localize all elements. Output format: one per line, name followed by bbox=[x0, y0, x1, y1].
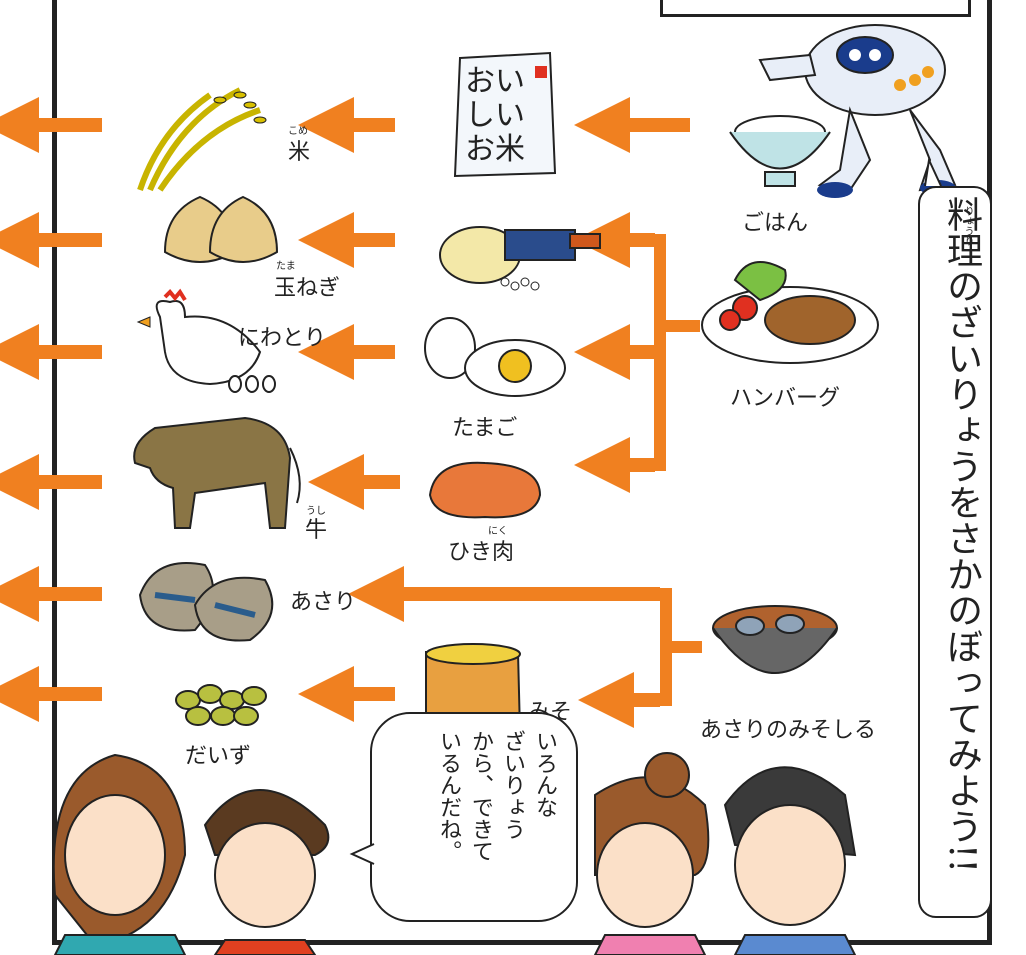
speech-bubble bbox=[370, 712, 578, 922]
top-tab bbox=[660, 0, 971, 17]
clams-illustration bbox=[138, 562, 274, 642]
speech-line-2: ざいりょう bbox=[500, 730, 525, 840]
rice-bowl-illustration bbox=[729, 115, 831, 187]
dish-label-hamburg: ハンバーグ bbox=[730, 386, 841, 411]
dish-label-rice: ごはん bbox=[742, 211, 809, 236]
ruby-title: りょうり bbox=[962, 206, 973, 246]
hamburg-plate-illustration bbox=[701, 261, 879, 364]
rice-bag-text: おいしいお米 bbox=[465, 64, 525, 167]
source-label-onion: 玉ねぎ bbox=[274, 276, 341, 301]
onion-knife-illustration bbox=[439, 226, 601, 291]
source-label-cow: 牛 bbox=[305, 518, 328, 543]
ingredient-label-minced-meat: ひき肉 bbox=[448, 540, 515, 565]
ruby-onion: たま bbox=[276, 261, 296, 272]
rice-bag-illustration bbox=[453, 51, 557, 178]
characters-illustration bbox=[52, 752, 857, 955]
ingredient-label-egg: たまご bbox=[452, 416, 518, 441]
egg-illustration bbox=[424, 317, 566, 397]
soybeans-illustration bbox=[175, 684, 267, 726]
ruby-cow: うし bbox=[306, 506, 326, 517]
rice-plant-illustration bbox=[137, 87, 267, 192]
speech-line-1: いろんな bbox=[532, 730, 557, 818]
ruby-rice: こめ bbox=[288, 126, 308, 137]
title-bubble-tail bbox=[924, 156, 942, 187]
speech-bubble-tail bbox=[349, 843, 375, 865]
chicken-illustration bbox=[136, 288, 276, 393]
speech-line-3: から、できて bbox=[468, 730, 493, 862]
source-label-chicken: にわとり bbox=[238, 326, 327, 351]
title-bubble-text: 料理のざいりょうをさかのぼってみよう!! bbox=[941, 196, 982, 873]
miso-soup-illustration bbox=[712, 605, 838, 674]
ruby-minced-meat: にく bbox=[488, 526, 508, 537]
source-label-rice: 米 bbox=[288, 140, 311, 165]
title-bubble bbox=[918, 186, 992, 918]
source-label-soybean: だいず bbox=[185, 744, 252, 769]
speech-line-4: いるんだね。 bbox=[436, 730, 461, 862]
minced-meat-illustration bbox=[428, 461, 542, 519]
ingredient-label-clam: あさり bbox=[290, 590, 357, 615]
onions-illustration bbox=[163, 195, 279, 263]
dish-label-miso-soup: あさりのみそしる bbox=[700, 718, 877, 743]
cow-illustration bbox=[133, 416, 301, 529]
speech-text: いろんな ざいりょう から、できて いるんだね。 bbox=[390, 730, 560, 910]
